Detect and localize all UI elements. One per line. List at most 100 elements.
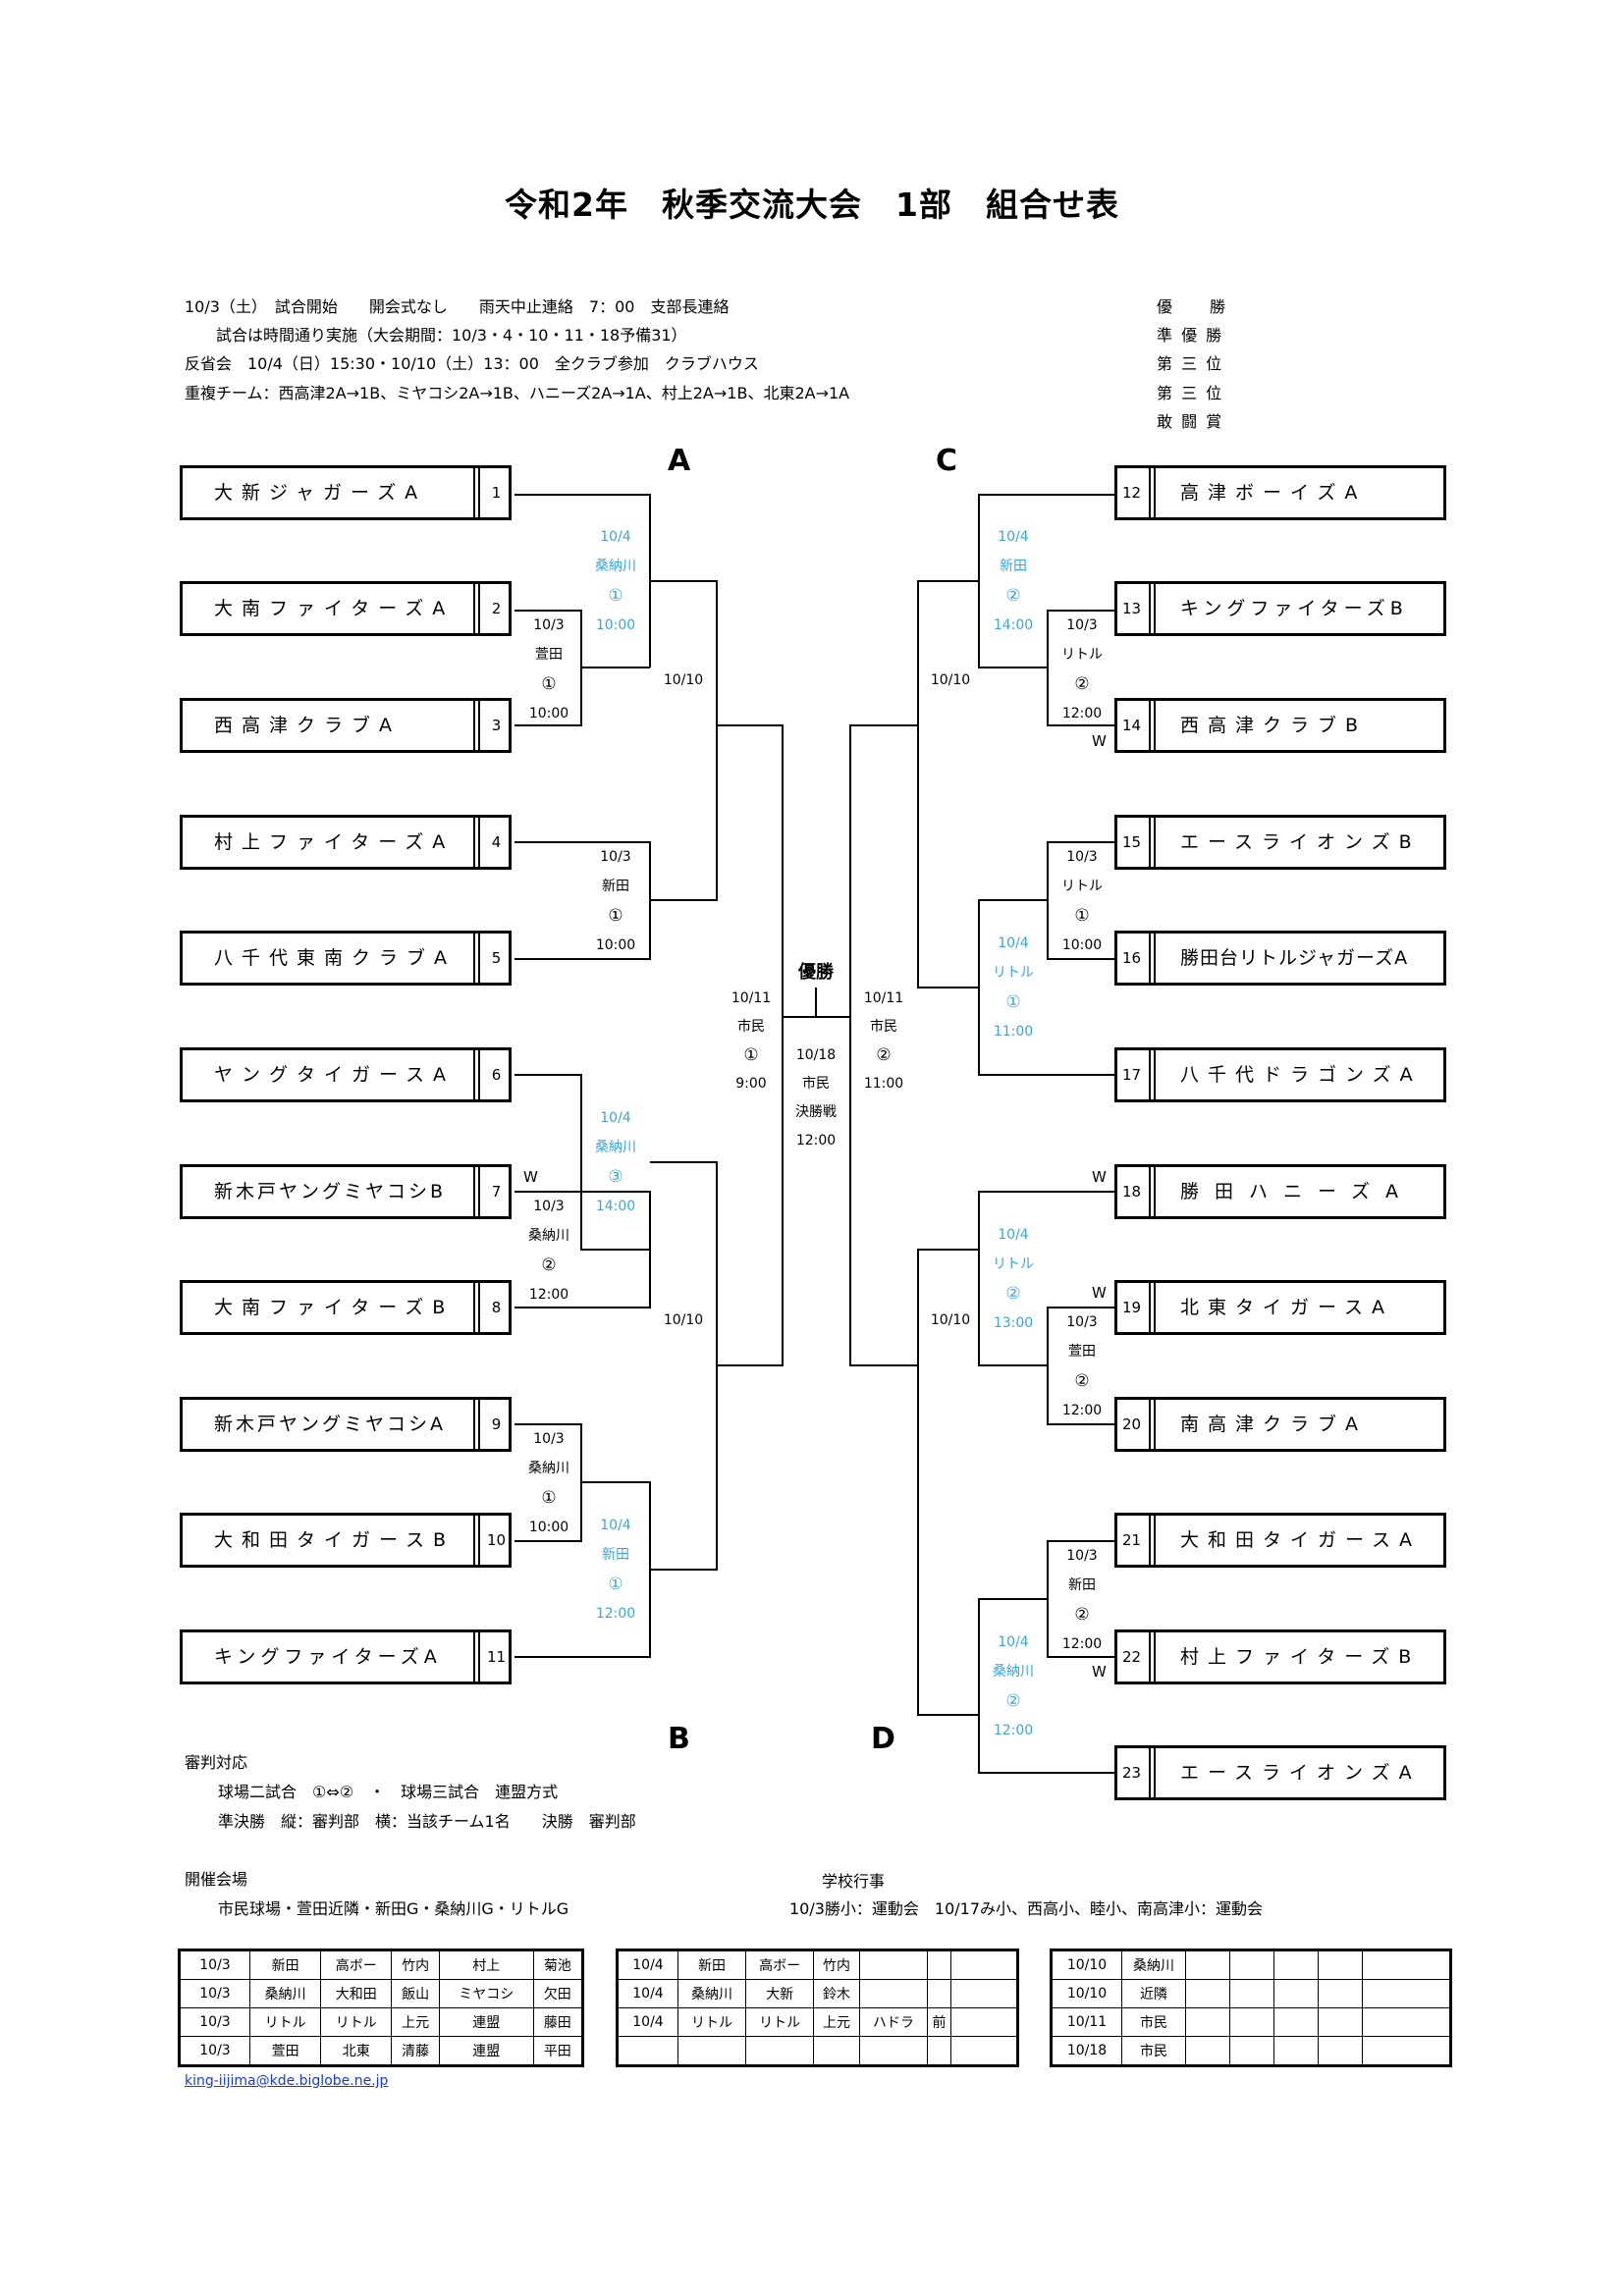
match-time: 12:00 bbox=[528, 1287, 569, 1303]
page-title: 令和2年 秋季交流大会 1部 組合せ表 bbox=[505, 186, 1119, 224]
contact-email-link[interactable]: king-iijima@kde.biglobe.ne.jp bbox=[185, 2073, 389, 2089]
referee-line-2: 準決勝 縦：審判部 横：当該チーム1名 決勝 審判部 bbox=[218, 1812, 636, 1831]
match-info: 10/4 桑納川 ③ 14:00 bbox=[583, 1103, 648, 1221]
team-number: 7 bbox=[491, 1183, 502, 1201]
match-field: ② bbox=[1005, 1284, 1021, 1304]
table-cell: 村上 bbox=[438, 1949, 534, 1980]
table-cell bbox=[858, 1979, 928, 2008]
award-fighting-spirit: 敢 闘 賞 bbox=[1157, 412, 1224, 431]
team-name: エースライオンズB bbox=[1180, 831, 1421, 853]
table-cell bbox=[1318, 1979, 1363, 2008]
table-cell bbox=[926, 1979, 952, 2008]
divider bbox=[1149, 1632, 1156, 1682]
table-cell bbox=[1185, 2036, 1230, 2066]
team-slot-22: 22 村上ファイターズB bbox=[1114, 1629, 1446, 1684]
table-cell bbox=[677, 2036, 747, 2066]
team-number: 22 bbox=[1121, 1648, 1142, 1666]
table-cell: 北東 bbox=[320, 2036, 393, 2066]
match-field: ① bbox=[541, 674, 557, 694]
team-name: 高津ボーイズA bbox=[1180, 482, 1367, 504]
match-info: 10/3 新田 ① 10:00 bbox=[583, 842, 648, 960]
table-cell: 前 bbox=[926, 2007, 952, 2037]
match-info: 10/4 新田 ① 12:00 bbox=[583, 1511, 648, 1629]
match-info: 10/3 萱田 ② 12:00 bbox=[1050, 1308, 1114, 1425]
match-info: 10/3 リトル ② 12:00 bbox=[1050, 611, 1114, 728]
match-date: 10/18 bbox=[795, 1047, 837, 1063]
match-time: 10:00 bbox=[1061, 937, 1103, 953]
match-venue: リトル bbox=[993, 1256, 1034, 1272]
match-venue: 新田 bbox=[1068, 1577, 1096, 1593]
team-number: 15 bbox=[1121, 833, 1142, 851]
match-venue: 市民 bbox=[870, 1019, 897, 1035]
divider bbox=[473, 1400, 480, 1449]
table-cell bbox=[858, 1949, 928, 1980]
team-slot-15: 15 エースライオンズB bbox=[1114, 815, 1446, 870]
team-name: 新木戸ヤングミヤコシA bbox=[214, 1414, 446, 1435]
table-cell bbox=[617, 2036, 678, 2066]
table-cell: 竹内 bbox=[391, 1949, 440, 1980]
table-cell: 大和田 bbox=[320, 1979, 393, 2008]
table-cell: 竹内 bbox=[813, 1949, 860, 1980]
match-venue: 市民 bbox=[737, 1019, 765, 1035]
table-cell: 高ボー bbox=[745, 1949, 815, 1980]
round-date-label: 10/10 bbox=[663, 672, 704, 688]
table-cell: 10/4 bbox=[617, 1949, 678, 1980]
team-name: 村上ファイターズA bbox=[214, 831, 455, 853]
match-venue: 桑納川 bbox=[993, 1664, 1034, 1680]
team-number: 13 bbox=[1121, 600, 1142, 617]
table-cell bbox=[926, 2036, 952, 2066]
table-cell bbox=[1185, 1979, 1230, 2008]
team-name: 大南ファイターズB bbox=[214, 1297, 455, 1318]
table-cell bbox=[1185, 1949, 1230, 1980]
team-number: 12 bbox=[1121, 484, 1142, 502]
table-cell: 連盟 bbox=[438, 2007, 534, 2037]
divider bbox=[1149, 818, 1156, 867]
team-number: 17 bbox=[1121, 1066, 1142, 1084]
match-field: ② bbox=[1005, 1691, 1021, 1711]
team-slot-17: 17 八千代ドラゴンズA bbox=[1114, 1047, 1446, 1102]
match-time: 10:00 bbox=[528, 1520, 569, 1535]
school-line: 10/3勝小：運動会 10/17み小、西高小、睦小、南高津小：運動会 bbox=[789, 1899, 1264, 1918]
match-info: 10/3 萱田 ① 10:00 bbox=[516, 611, 581, 728]
divider bbox=[1149, 1283, 1156, 1332]
match-time: 9:00 bbox=[735, 1076, 767, 1092]
match-label: 決勝戦 bbox=[795, 1104, 837, 1120]
divider bbox=[1149, 1050, 1156, 1099]
match-time: 14:00 bbox=[993, 617, 1034, 633]
team-number: 5 bbox=[491, 949, 502, 967]
match-date: 10/3 bbox=[1066, 849, 1098, 865]
walkover-mark: W bbox=[1092, 1284, 1107, 1302]
table-cell bbox=[1273, 1949, 1319, 1980]
table-cell: 平田 bbox=[532, 2036, 584, 2066]
table-cell: 10/10 bbox=[1051, 1949, 1122, 1980]
team-slot-12: 12 高津ボーイズA bbox=[1114, 465, 1446, 520]
team-name: キングファイターズA bbox=[214, 1646, 442, 1668]
team-slot-18: 18 勝田ハニーズA bbox=[1114, 1164, 1446, 1219]
match-info: 10/3 桑納川 ② 12:00 bbox=[516, 1192, 581, 1309]
match-field: ③ bbox=[608, 1167, 623, 1187]
team-name: エースライオンズA bbox=[1180, 1762, 1421, 1784]
match-field: ② bbox=[1005, 586, 1021, 606]
match-field: ② bbox=[876, 1045, 892, 1065]
match-field: ① bbox=[1074, 906, 1090, 926]
match-venue: 桑納川 bbox=[595, 1140, 636, 1155]
school-heading: 学校行事 bbox=[822, 1872, 886, 1891]
match-field: ① bbox=[608, 1575, 623, 1594]
team-slot-9: 新木戸ヤングミヤコシA 9 bbox=[180, 1397, 512, 1452]
table-cell: リトル bbox=[248, 2007, 322, 2037]
team-number: 23 bbox=[1121, 1764, 1142, 1782]
match-time: 12:00 bbox=[1061, 706, 1103, 721]
team-slot-11: キングファイターズA 11 bbox=[180, 1629, 512, 1684]
team-number: 11 bbox=[486, 1648, 507, 1666]
note-line-4: 重複チーム：西高津2A→1B、ミヤコシ2A→1B、ハニーズ2A→1A、村上2A→… bbox=[185, 384, 850, 402]
group-label-d: D bbox=[871, 1722, 895, 1756]
table-cell: 桑納川 bbox=[1121, 1949, 1186, 1980]
team-name: 勝田ハニーズA bbox=[1180, 1181, 1415, 1202]
